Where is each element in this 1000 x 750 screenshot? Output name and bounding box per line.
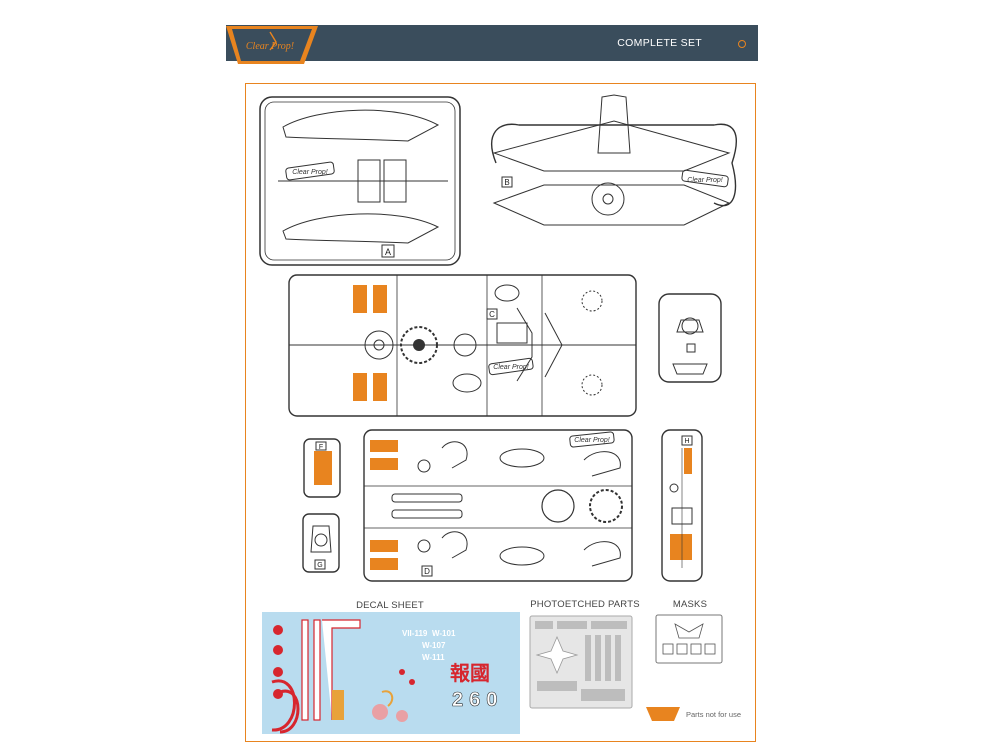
sprue-f: F <box>303 438 341 498</box>
sprue-d: Clear Prop! D <box>363 429 633 582</box>
content-frame <box>245 83 756 742</box>
decal-code-2: W-101 <box>432 629 456 638</box>
decal-kanji: 報國 <box>450 662 490 685</box>
photoetched-parts-label: PHOTOETCHED PARTS <box>530 599 640 610</box>
sprue-h: H <box>661 429 703 582</box>
photoetched-fret <box>529 615 633 709</box>
masks-label: MASKS <box>672 599 708 610</box>
legend-note: Parts not for use <box>686 710 742 719</box>
sprue-g: G <box>302 513 340 573</box>
decal-code-1: VII-119 <box>402 629 428 638</box>
masks-sheet <box>655 614 723 664</box>
sprue-c: Clear Prop! C <box>288 274 637 417</box>
legend-swatch-icon <box>646 707 680 721</box>
sprue-c-brand: Clear Prop! <box>493 364 528 371</box>
sprue-b-letter: B <box>504 178 509 187</box>
brand-logo: Clear Prop! <box>226 26 318 64</box>
decal-code-3: W-107 <box>422 641 446 650</box>
logo-text: Clear Prop! <box>246 41 294 52</box>
sprue-e <box>658 293 722 383</box>
sprue-d-brand: Clear Prop! <box>574 437 609 444</box>
decal-sheet-label: DECAL SHEET <box>356 600 424 611</box>
page-title: COMPLETE SET <box>617 37 702 49</box>
sprue-g-letter: G <box>317 562 322 569</box>
sprue-a: Clear Prop! A <box>259 96 461 266</box>
sprue-b: Clear Prop! B <box>491 94 737 226</box>
sprue-h-letter: H <box>684 438 689 445</box>
circle-bullet-icon <box>738 40 746 48</box>
sprue-b-brand: Clear Prop! <box>687 177 722 184</box>
sprue-a-letter: A <box>385 247 391 257</box>
sprue-c-letter: C <box>489 310 495 319</box>
sprue-d-letter: D <box>424 567 430 576</box>
decal-numerals: 260 <box>452 689 503 711</box>
decal-sheet: VII-119 W-101 W-107 W-111 報國 260 <box>262 612 520 734</box>
decal-code-4: W-111 <box>422 653 445 662</box>
sprue-f-letter: F <box>319 444 323 451</box>
sprue-a-brand: Clear Prop! <box>292 169 327 176</box>
